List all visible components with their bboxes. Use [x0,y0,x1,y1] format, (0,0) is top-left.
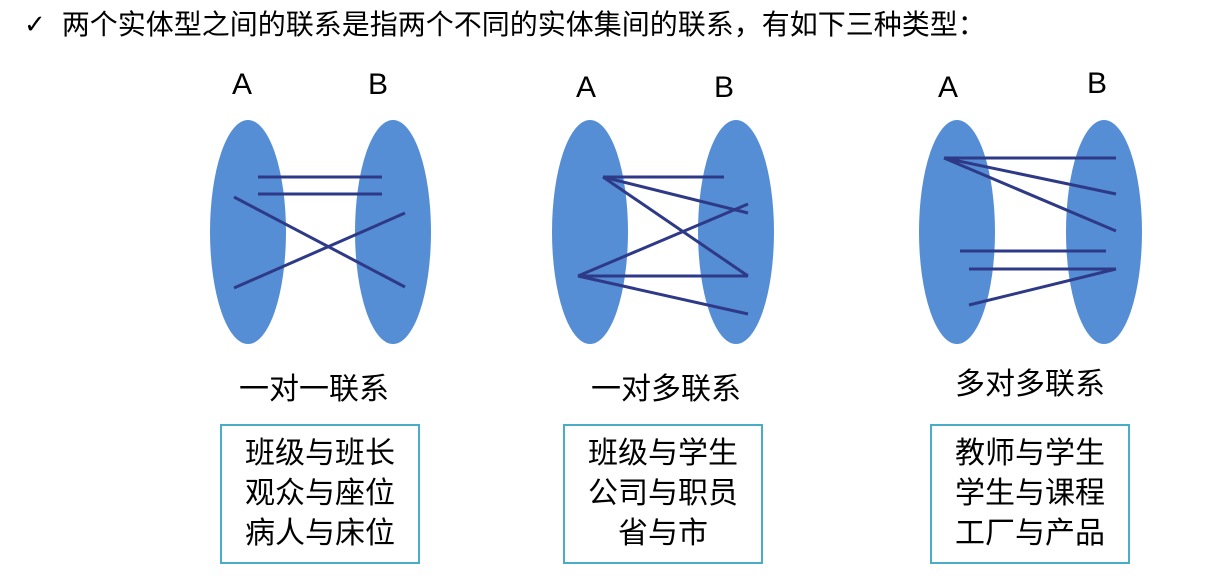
panel-many-to-many: A B [919,67,1142,344]
examples-one-to-many: 班级与学生 公司与职员 省与市 [563,424,763,564]
link-line [233,211,406,290]
example-item: 学生与课程 [955,476,1105,511]
example-item: 公司与职员 [588,476,738,511]
panel-one-to-many: A B [552,71,774,344]
example-item: 省与市 [618,516,708,551]
entity-a-label: A [938,71,958,104]
examples-many-to-many: 教师与学生 学生与课程 工厂与产品 [930,424,1130,564]
caption-one-to-many: 一对多联系 [591,372,741,407]
example-item: 工厂与产品 [955,516,1105,551]
link-line [968,267,1117,307]
example-item: 教师与学生 [955,436,1105,471]
heading-text: 两个实体型之间的联系是指两个不同的实体集间的联系，有如下三种类型： [61,8,986,41]
panel-one-to-one: A B [210,68,431,344]
entity-a-label: A [232,68,252,101]
entity-a-ellipse [210,120,286,344]
caption-many-to-many: 多对多联系 [955,367,1105,402]
link-line [943,156,1117,196]
example-item: 班级与学生 [588,436,738,471]
entity-b-label: B [1087,67,1107,100]
entity-b-label: B [714,71,734,104]
entity-a-ellipse [552,120,628,344]
link-line [577,202,749,278]
link-line [602,175,749,215]
link-line [602,175,749,278]
example-item: 病人与床位 [245,516,395,551]
entity-a-ellipse [919,120,995,344]
link-line [577,274,749,316]
caption-one-to-one: 一对一联系 [239,372,389,407]
entity-a-label: A [576,71,596,104]
entity-b-ellipse [355,120,431,344]
examples-one-to-one: 班级与班长 观众与座位 病人与床位 [220,424,420,564]
heading: ✓ 两个实体型之间的联系是指两个不同的实体集间的联系，有如下三种类型： [24,4,986,46]
link-line [943,156,1117,233]
example-item: 观众与座位 [245,476,395,511]
example-item: 班级与班长 [245,436,395,471]
link-line [233,195,406,289]
entity-b-label: B [368,68,388,101]
check-icon: ✓ [24,10,46,40]
entity-b-ellipse [1066,120,1142,344]
